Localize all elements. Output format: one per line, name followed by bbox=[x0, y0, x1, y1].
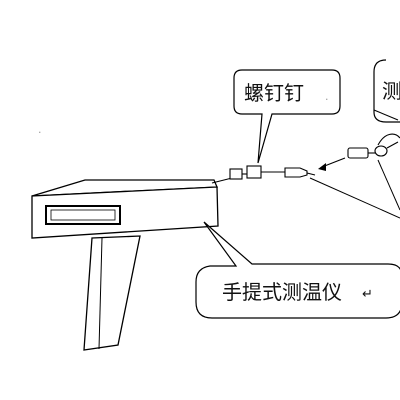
callout-meter-return-mark: ↵ bbox=[362, 287, 373, 302]
probe-plug bbox=[284, 167, 308, 178]
screw-connector-right bbox=[246, 165, 262, 179]
callout-screw-mark: . bbox=[325, 90, 329, 103]
callout-screw-bubble bbox=[233, 69, 341, 164]
meter-handle-edge bbox=[98, 237, 103, 350]
meter-display-inner bbox=[50, 209, 116, 221]
cable-assembly bbox=[211, 133, 400, 184]
callout-meter-label: 手提式测温仪 bbox=[222, 280, 342, 304]
meter-body bbox=[31, 179, 219, 351]
callout-probe-bubble bbox=[373, 59, 400, 123]
meter-front-face bbox=[31, 186, 219, 239]
callout-screw-label: 螺钉钉 bbox=[244, 81, 304, 105]
cable-segment-1 bbox=[211, 177, 233, 184]
probe-leader-lines bbox=[309, 109, 400, 219]
meter-display-window bbox=[45, 205, 121, 225]
callout-probe-label: 测 bbox=[382, 79, 400, 103]
callout-probe: 测 bbox=[373, 59, 400, 123]
probe-connector bbox=[347, 147, 369, 159]
callout-screw: 螺钉钉 . bbox=[233, 69, 341, 164]
callout-meter: 手提式测温仪 ↵ bbox=[195, 221, 400, 319]
meter-handle bbox=[83, 235, 141, 351]
screw-connector-left bbox=[229, 168, 243, 180]
stray-mark: . bbox=[38, 123, 42, 136]
